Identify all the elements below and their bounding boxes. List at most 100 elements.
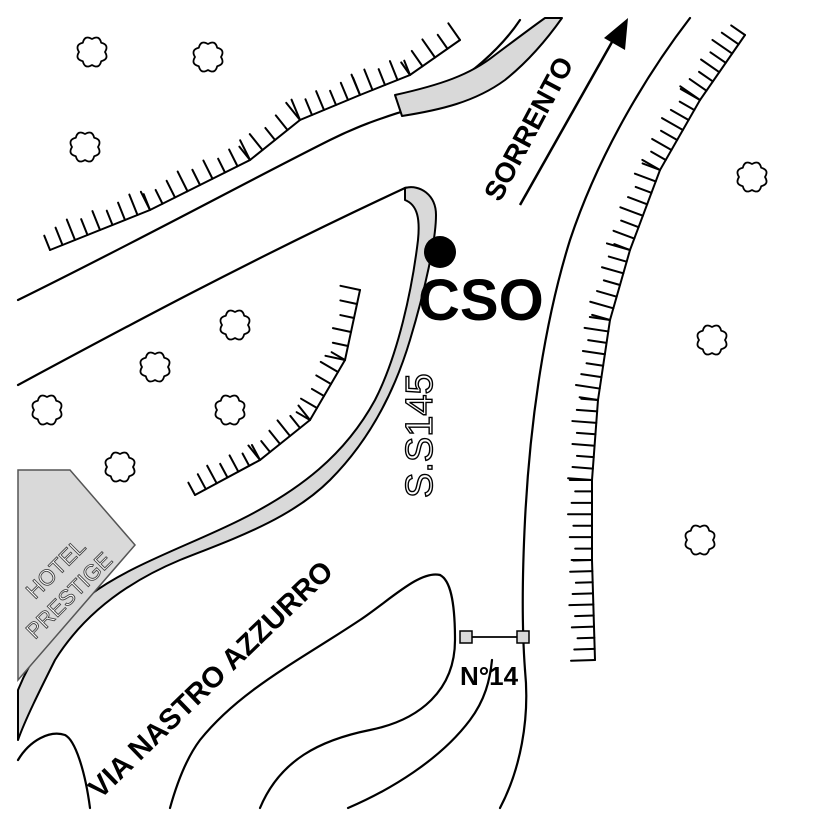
top-embankment-tick [315, 90, 325, 111]
top-embankment-tick [377, 68, 386, 86]
main-sidewalk [17, 186, 437, 741]
east-embankment-tick [709, 51, 727, 64]
middle-embankment-tick [241, 452, 251, 467]
middle-embankment-tick [196, 473, 207, 491]
east-embankment-tick [571, 420, 598, 424]
top-embankment-tick [388, 60, 399, 81]
east-embankment-tick [605, 242, 631, 251]
gate-post-right [516, 630, 530, 644]
top-embankment-tick [290, 98, 301, 121]
east-embankment-tick [574, 384, 601, 390]
east-embankment-tick [620, 219, 640, 229]
top-embankment-line [49, 39, 461, 251]
east-embankment-tick [574, 581, 594, 584]
gate-post-left [459, 630, 473, 644]
via-nastro-south-edge [258, 573, 457, 810]
east-embankment-tick [587, 339, 608, 344]
middle-embankment-tick [247, 444, 261, 461]
east-embankment-tick [612, 229, 636, 240]
east-embankment-tick [585, 362, 605, 367]
hotel-footprint [17, 469, 136, 683]
top-embankment-tick [43, 234, 51, 251]
east-embankment-tick [720, 31, 740, 46]
house-number-label: N°14 [460, 661, 519, 691]
tree-icon [139, 351, 171, 383]
middle-embankment-tick [219, 462, 229, 479]
east-embankment-tick [700, 58, 721, 74]
east-embankment-tick [619, 206, 644, 217]
east-embankment-tick [596, 290, 618, 298]
top-embankment-tick [339, 81, 349, 101]
top-embankment-tick [154, 188, 164, 205]
east-embankment-tick [661, 117, 684, 131]
top-embankment-tick [176, 170, 189, 193]
tree-icon [192, 41, 224, 73]
east-embankment-tick [575, 454, 595, 459]
tree-icon [214, 394, 246, 426]
middle-embankment-tick [324, 354, 346, 361]
east-embankment-tick [634, 185, 653, 194]
top-embankment-tick [447, 22, 461, 41]
top-embankment-tick [217, 157, 226, 174]
lower-left-road-edge [16, 732, 92, 810]
top-embankment-tick [202, 159, 214, 180]
top-embankment-tick [352, 76, 361, 96]
top-embankment-tick [363, 68, 374, 91]
top-embankment-tick [264, 126, 276, 141]
east-embankment-tick [571, 592, 594, 595]
east-embankment-tick [730, 24, 746, 36]
top-embankment-tick [248, 133, 264, 151]
main-road-east-edge-upper [521, 16, 692, 672]
east-embankment-tick [659, 129, 679, 141]
east-embankment-tick [633, 172, 657, 183]
middle-embankment-tick [339, 299, 358, 305]
top-embankment-tick [421, 38, 436, 59]
poi-code-label: CSO [418, 268, 544, 333]
upper-road-south-edge [16, 186, 407, 387]
lower-road-right-edge [346, 658, 494, 810]
east-embankment-tick [583, 326, 610, 333]
east-embankment-tick [711, 38, 734, 55]
middle-embankment-tick [268, 429, 281, 445]
middle-embankment-tick [319, 360, 339, 373]
east-embankment-tick [607, 255, 628, 263]
east-embankment-tick [641, 162, 661, 171]
main-road-east-edge-lower [498, 668, 528, 810]
top-embankment-tick [105, 209, 114, 226]
east-embankment-tick [571, 466, 594, 470]
tree-icon [76, 36, 108, 68]
middle-embankment-tick [315, 374, 332, 385]
east-embankment-tick [570, 625, 595, 629]
east-embankment-tick [575, 431, 597, 436]
top-embankment-tick [80, 218, 89, 236]
middle-embankment-tick [339, 284, 361, 291]
east-embankment-tick [588, 315, 611, 321]
top-embankment-tick [128, 193, 139, 216]
top-embankment-tick [329, 89, 337, 106]
middle-embankment-tick [276, 419, 291, 437]
top-embankment-tick [410, 49, 424, 68]
east-embankment-tick [600, 266, 625, 275]
top-embankment-tick [54, 226, 64, 246]
east-embankment-tick [574, 614, 595, 618]
top-embankment-tick [400, 61, 411, 76]
east-embankment-tick [580, 397, 599, 401]
east-embankment-tick [568, 603, 595, 607]
top-embankment-tick [228, 148, 239, 168]
east-embankment-tick [573, 647, 596, 651]
east-embankment-tick [669, 108, 690, 121]
middle-embankment-tick [187, 481, 196, 496]
middle-embankment-tick [206, 464, 218, 485]
east-embankment-tick [570, 659, 596, 662]
embankment-hatching [43, 22, 746, 662]
middle-embankment-tick [300, 397, 318, 409]
east-embankment-tick [678, 100, 696, 111]
upper-sidewalk [394, 17, 563, 117]
top-embankment-tick [436, 33, 449, 50]
top-embankment-tick [285, 101, 301, 121]
east-embankment-tick [627, 196, 649, 206]
east-embankment-tick [589, 300, 615, 310]
top-embankment-tick [238, 145, 251, 161]
top-embankment-tick [139, 190, 151, 211]
